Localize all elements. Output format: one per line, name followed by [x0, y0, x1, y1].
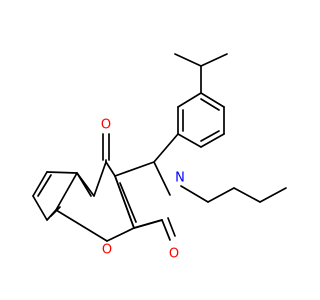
- ring-oxygen-label: O: [102, 243, 112, 258]
- isopropyl-group: [174, 53, 228, 94]
- aryl-bond: [153, 133, 179, 163]
- butyl-chain: [180, 185, 287, 203]
- ketone-double-bond: [102, 133, 110, 161]
- molecule-structure: O N O O: [32, 53, 287, 262]
- lactam-carbonyl: [161, 217, 176, 241]
- ketone-oxygen-label: O: [101, 118, 111, 133]
- lactam-oxygen-label: O: [169, 247, 179, 262]
- nitrogen-label: N: [175, 171, 185, 186]
- pyrrolone-ring: [114, 161, 171, 229]
- benzo-ring: [32, 171, 92, 221]
- phenyl-ring: [177, 92, 225, 148]
- pyranone-ring: [55, 161, 137, 242]
- ketone-group: [105, 159, 116, 177]
